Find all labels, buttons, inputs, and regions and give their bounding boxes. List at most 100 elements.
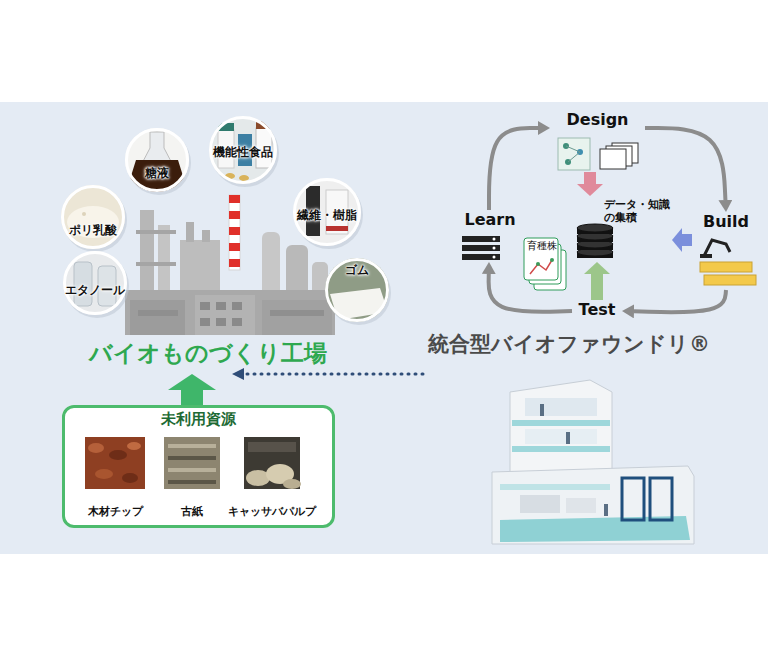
factory-illustration — [229, 195, 240, 203]
cycle-stage: Build — [692, 212, 760, 290]
supplement-photo — [209, 116, 277, 184]
product-photos — [61, 116, 391, 325]
syrup-photo — [125, 128, 189, 192]
product-circle: エタノール — [63, 251, 127, 315]
polylactic-acid-photo — [61, 185, 125, 249]
supplement-photo — [209, 116, 277, 184]
factory-illustration — [125, 290, 335, 335]
resource-item: 古紙 — [160, 432, 224, 520]
strain-cards — [524, 238, 558, 280]
design-data-arrow — [584, 172, 596, 184]
build-icons — [704, 275, 756, 285]
stage-name: Learn — [464, 210, 515, 229]
ethanol-photo — [63, 251, 127, 315]
foundry-building — [540, 404, 544, 416]
fiber-resin-photo — [293, 178, 361, 246]
factory-area: バイオものづくり工場 — [75, 180, 340, 374]
circle-outline — [63, 187, 124, 248]
foundry-building — [525, 429, 597, 444]
database-icon — [577, 224, 613, 232]
cycle-arrow — [645, 128, 725, 200]
polylactic-acid-photo — [67, 206, 119, 238]
learn-icons — [493, 256, 496, 259]
foundry-building — [492, 380, 694, 544]
rubber-photo — [325, 258, 389, 322]
factory-illustration — [130, 300, 185, 335]
wood-chip-photo — [88, 443, 104, 453]
factory-illustration — [138, 310, 178, 316]
learn-icons — [462, 254, 500, 260]
strain-cards — [550, 258, 554, 262]
cassava-pulp-photo — [248, 442, 296, 452]
cycle-arrow — [634, 290, 726, 312]
factory-illustration — [229, 243, 240, 251]
circle-outline — [327, 260, 388, 321]
data-hub: データ・知識 の集積 — [568, 196, 672, 262]
cycle-arrow — [489, 274, 572, 312]
foundry-building — [604, 504, 608, 516]
strain-cards — [536, 262, 540, 266]
wood-chip-photo — [109, 450, 127, 460]
foundry-building — [500, 484, 610, 490]
resource-caption: キャッサバパルプ — [228, 505, 316, 518]
learn-icons — [462, 245, 500, 251]
factory-illustration — [232, 302, 242, 310]
circle-outline — [125, 128, 189, 192]
learn-icons — [462, 236, 500, 242]
product-circle: ゴム — [325, 258, 389, 322]
learn-icons — [493, 247, 496, 250]
foundry-panel: 統合型バイオファウンドリ® — [423, 332, 715, 548]
resource-caption: 古紙 — [181, 505, 203, 518]
resource-heading: 未利用資源 — [161, 410, 236, 428]
waste-paper-photo — [168, 444, 216, 448]
resource-item: 木材チップ — [80, 432, 150, 520]
technology-transfer-arrow — [244, 373, 423, 376]
circle-outline — [295, 180, 360, 245]
cassava-pulp-photo — [244, 437, 300, 489]
cycle-stage: Design — [550, 110, 645, 172]
cassava-pulp-photo — [244, 437, 301, 489]
resource-box: 木材チップ古紙 キャッサバパルプ 未利用資源 — [62, 405, 335, 528]
product-label: 糖液 — [145, 166, 169, 180]
factory-illustration — [200, 318, 210, 326]
factory-illustration — [202, 230, 210, 242]
resource-item: キャッサバパルプ — [223, 432, 321, 520]
build-data-arrow — [682, 234, 692, 246]
waste-paper-photo — [168, 480, 216, 484]
design-icons — [600, 149, 626, 169]
foundry-building — [525, 398, 597, 416]
supply-arrow — [181, 390, 203, 405]
resource-panel — [62, 405, 335, 528]
factory-illustration — [216, 318, 226, 326]
design-icons — [566, 146, 580, 162]
build-icons — [700, 254, 712, 258]
factory-illustration — [195, 295, 255, 335]
syrup-photo — [125, 128, 189, 192]
waste-paper-photo — [164, 437, 220, 489]
factory-illustration — [136, 262, 176, 266]
stage-name: Design — [567, 110, 629, 129]
waste-paper-photo — [164, 437, 220, 489]
strain-cards — [530, 260, 552, 274]
wood-chip-photo — [85, 437, 145, 489]
cycle-arrow — [489, 128, 538, 210]
circle-outline — [127, 130, 188, 191]
build-icons — [700, 262, 752, 272]
waste-paper-photo — [168, 456, 216, 460]
build-icons — [700, 240, 756, 285]
fiber-resin-photo — [293, 178, 361, 246]
factory-illustration — [229, 227, 240, 235]
factory-illustration — [229, 211, 240, 219]
product-circle: 糖液 — [125, 128, 189, 192]
wood-chip-photo — [95, 469, 113, 479]
foundry-title: 統合型バイオファウンドリ® — [428, 332, 710, 357]
foundry-building — [566, 432, 570, 444]
product-label: エタノール — [65, 283, 125, 297]
ethanol-photo — [63, 251, 127, 315]
factory-illustration — [200, 302, 210, 310]
stage-name: Test — [579, 300, 616, 319]
product-circle: 繊維・樹脂 — [293, 178, 361, 246]
strain-cards — [524, 238, 566, 290]
circle-outline — [61, 185, 125, 249]
